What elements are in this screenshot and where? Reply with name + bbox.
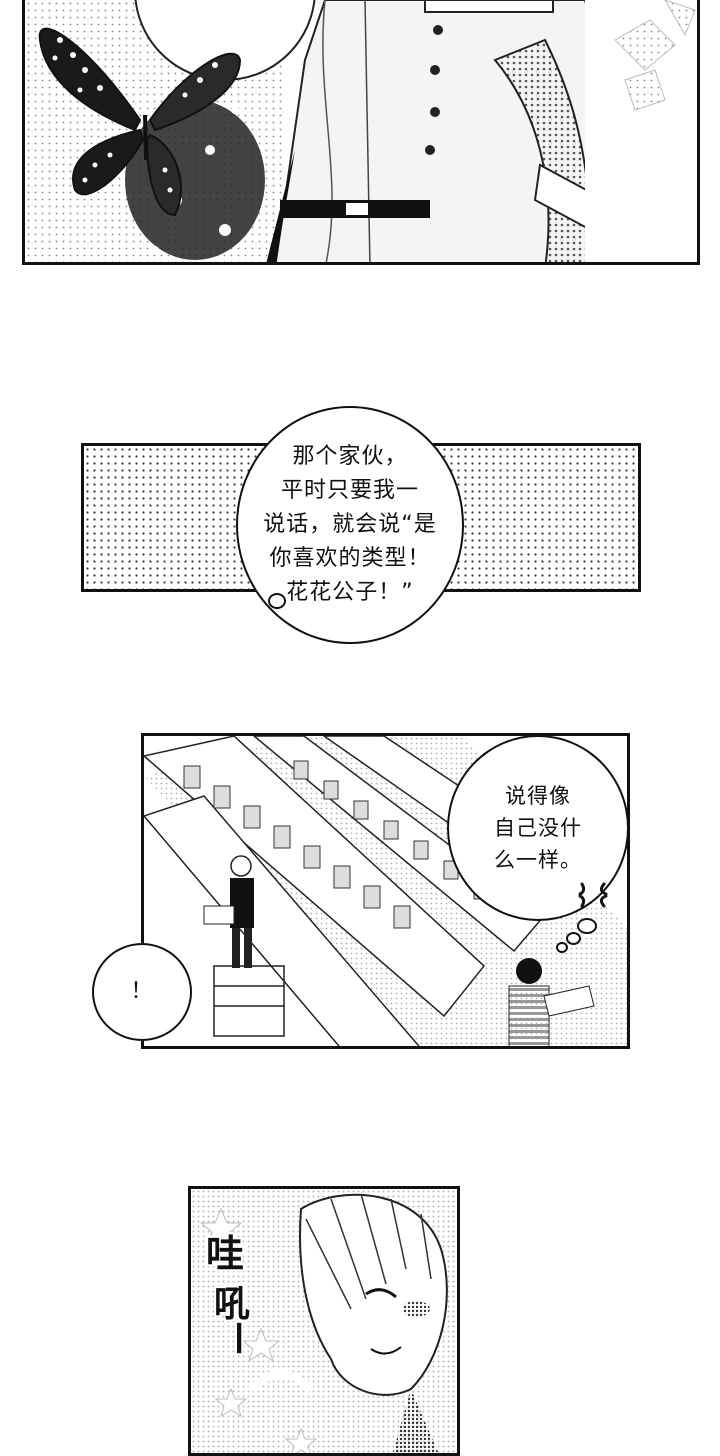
thought-text: 说得像 自己没什 么一样。 (494, 784, 582, 872)
panel-store-aisle (141, 733, 630, 1049)
blond-man-figure (203, 855, 254, 968)
exclaim-text: ！ (130, 979, 154, 1004)
thought-dot-2 (566, 932, 581, 945)
sfx-wa: 哇 (206, 1232, 245, 1276)
thought-dot-3 (556, 942, 568, 953)
panel-coat-butterfly (22, 0, 700, 265)
thought-bubble: 说得像 自己没什 么一样。 (447, 735, 629, 921)
speech-text: 那个家伙， 平时只要我一 说话，就会说“是 你喜欢的类型！ 花花公子！” (263, 444, 437, 605)
anger-mark-icon (578, 882, 608, 908)
dark-haired-man-figure (508, 958, 595, 1046)
blond-smile-art (191, 1189, 457, 1453)
panel-blond-smile (188, 1186, 460, 1456)
speech-bubble: 那个家伙， 平时只要我一 说话，就会说“是 你喜欢的类型！ 花花公子！” (236, 406, 464, 644)
sfx-dash: — (221, 1321, 261, 1355)
bubble-tail-dot (268, 593, 286, 609)
butterfly-icon (38, 27, 242, 217)
sfx-hou: 吼 (214, 1284, 251, 1325)
exclaim-bubble: ！ (92, 943, 192, 1041)
coat-butterfly-art (25, 0, 697, 262)
thought-dot-1 (577, 918, 597, 934)
